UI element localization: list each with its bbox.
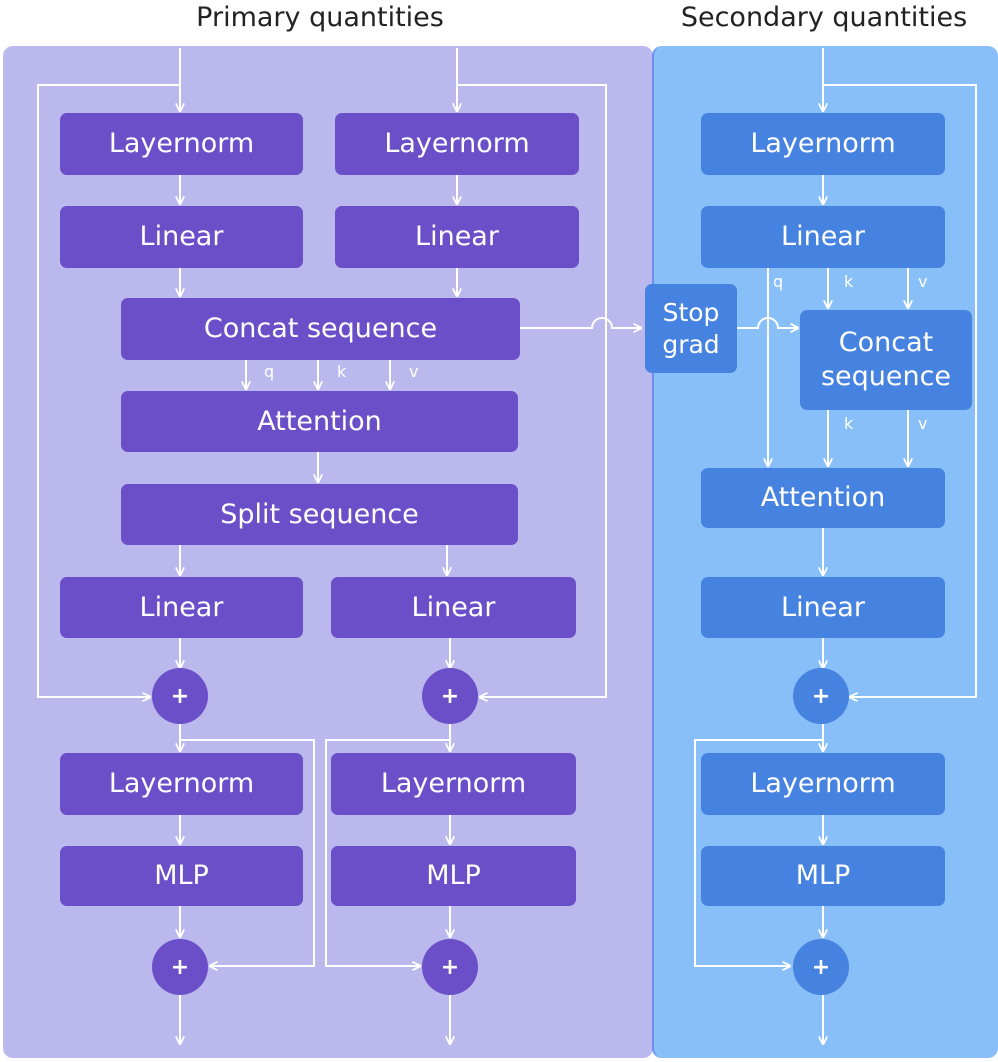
concat-sequence-box: Concat sequence [800,310,972,410]
stop-grad-box: Stop grad [645,284,737,373]
layernorm-box: Layernorm [335,113,579,175]
add-node: + [793,939,849,995]
mlp-box: MLP [701,846,945,906]
key-label: k [844,272,854,291]
wire [457,84,607,697]
mlp-box: MLP [331,846,576,906]
layernorm-box: Layernorm [701,753,945,815]
add-node: + [422,668,478,724]
value-label: v [918,272,928,291]
linear-box: Linear [60,206,303,268]
key-label: k [337,362,347,381]
linear-box: Linear [60,577,303,638]
linear-box: Linear [335,206,579,268]
wire [823,84,977,697]
wire [694,739,823,966]
layernorm-box: Layernorm [60,753,303,815]
key-label: k [844,414,854,433]
split-sequence-box: Split sequence [121,484,518,545]
wire [180,739,315,966]
value-label: v [918,414,928,433]
add-node: + [152,668,208,724]
add-node: + [422,939,478,995]
query-label: q [773,272,784,291]
layernorm-box: Layernorm [60,113,303,175]
primary-title: Primary quantities [196,2,444,33]
concat-sequence-box: Concat sequence [121,298,520,360]
wire [520,317,641,328]
query-label: q [264,362,275,381]
secondary-title: Secondary quantities [680,2,968,33]
linear-box: Linear [701,206,945,268]
linear-box: Linear [331,577,576,638]
layernorm-box: Layernorm [331,753,576,815]
attention-box: Attention [121,391,518,452]
add-node: + [793,668,849,724]
add-node: + [152,939,208,995]
wire [37,84,180,697]
layernorm-box: Layernorm [701,113,945,175]
attention-box: Attention [701,468,945,528]
wire [325,739,450,966]
linear-box: Linear [701,577,945,638]
value-label: v [409,362,419,381]
mlp-box: MLP [60,846,303,906]
